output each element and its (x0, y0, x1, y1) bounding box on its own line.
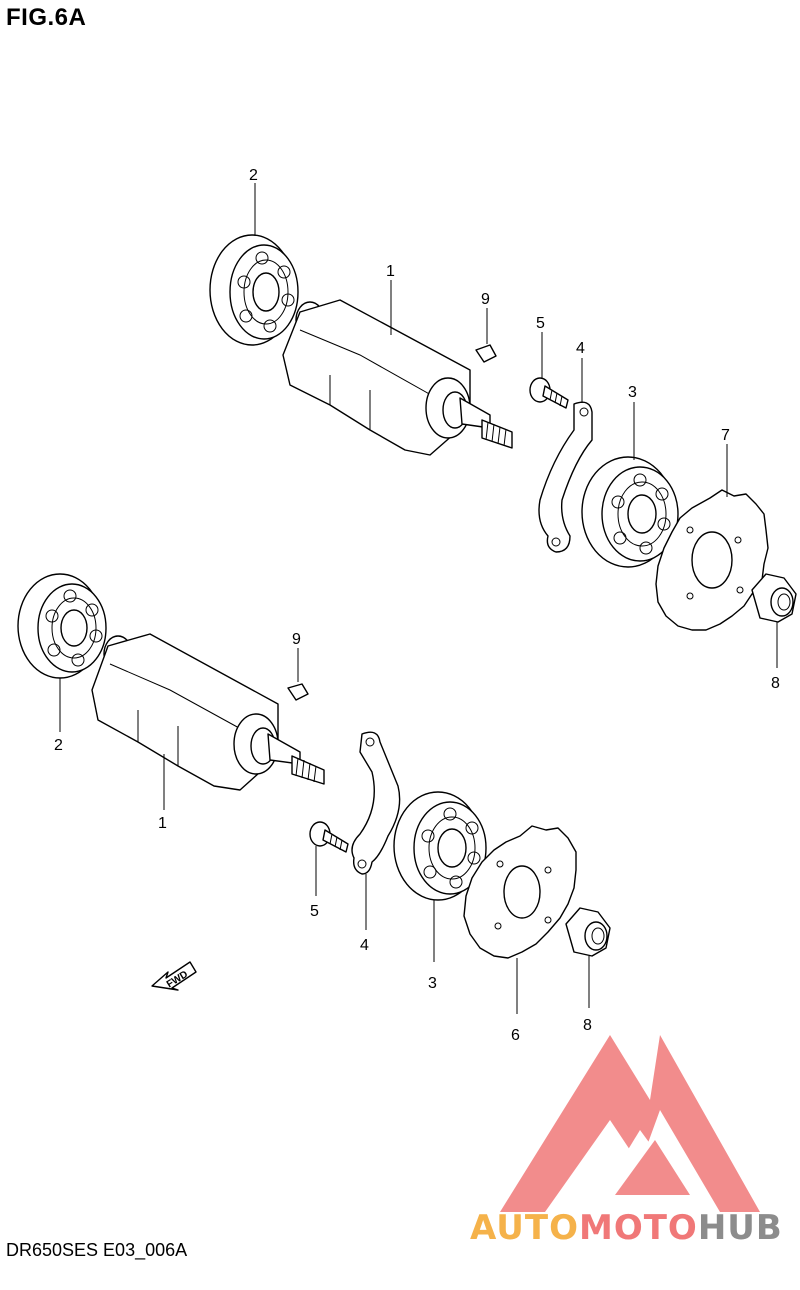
figure-title: FIG.6A (6, 4, 87, 31)
top-key-9 (475, 344, 497, 363)
top-bolt-5 (529, 377, 569, 409)
label-bottom-bearing-3: 3 (428, 975, 437, 992)
bottom-nut-8 (565, 907, 611, 957)
label-top-nut-8: 8 (771, 675, 780, 692)
top-bearing-2 (209, 234, 299, 346)
label-top-bolt-5: 5 (536, 315, 545, 332)
bottom-sprocket-6 (463, 825, 577, 959)
bottom-key-9 (287, 683, 309, 701)
label-top-key-9: 9 (481, 291, 490, 308)
watermark-hub: HUB (697, 1208, 783, 1248)
bottom-bolt-5 (309, 821, 349, 853)
label-bottom-bearing-2: 2 (54, 737, 63, 754)
top-plate-4 (538, 401, 593, 553)
label-top-bearing-2: 2 (249, 167, 258, 184)
label-bottom-bolt-5: 5 (310, 903, 319, 920)
bottom-balancer-shaft (91, 633, 325, 791)
top-balancer-shaft (282, 299, 513, 456)
top-nut-8 (751, 573, 797, 623)
label-bottom-shaft-1: 1 (158, 815, 167, 832)
bottom-bearing-2 (17, 573, 107, 679)
label-top-plate-4: 4 (576, 340, 585, 357)
bottom-plate-4 (351, 731, 401, 875)
fwd-arrow-icon: FWD (151, 961, 197, 991)
label-top-shaft-1: 1 (386, 263, 395, 280)
watermark-logo (500, 1035, 760, 1212)
label-bottom-sprocket-6: 6 (511, 1027, 520, 1044)
label-bottom-key-9: 9 (292, 631, 301, 648)
top-sprocket-7 (655, 489, 769, 631)
label-top-bearing-3: 3 (628, 384, 637, 401)
watermark-moto: MOTO (578, 1208, 698, 1248)
label-bottom-nut-8: 8 (583, 1017, 592, 1034)
label-top-sprocket-7: 7 (721, 427, 730, 444)
figure-code: DR650SES E03_006A (6, 1240, 188, 1260)
watermark-auto: AUTO (470, 1208, 579, 1248)
watermark-text: AUTOMOTOHUB (470, 1208, 783, 1248)
label-bottom-plate-4: 4 (360, 937, 369, 954)
bottom-bearing-3 (393, 791, 487, 901)
top-bearing-3 (581, 456, 679, 568)
